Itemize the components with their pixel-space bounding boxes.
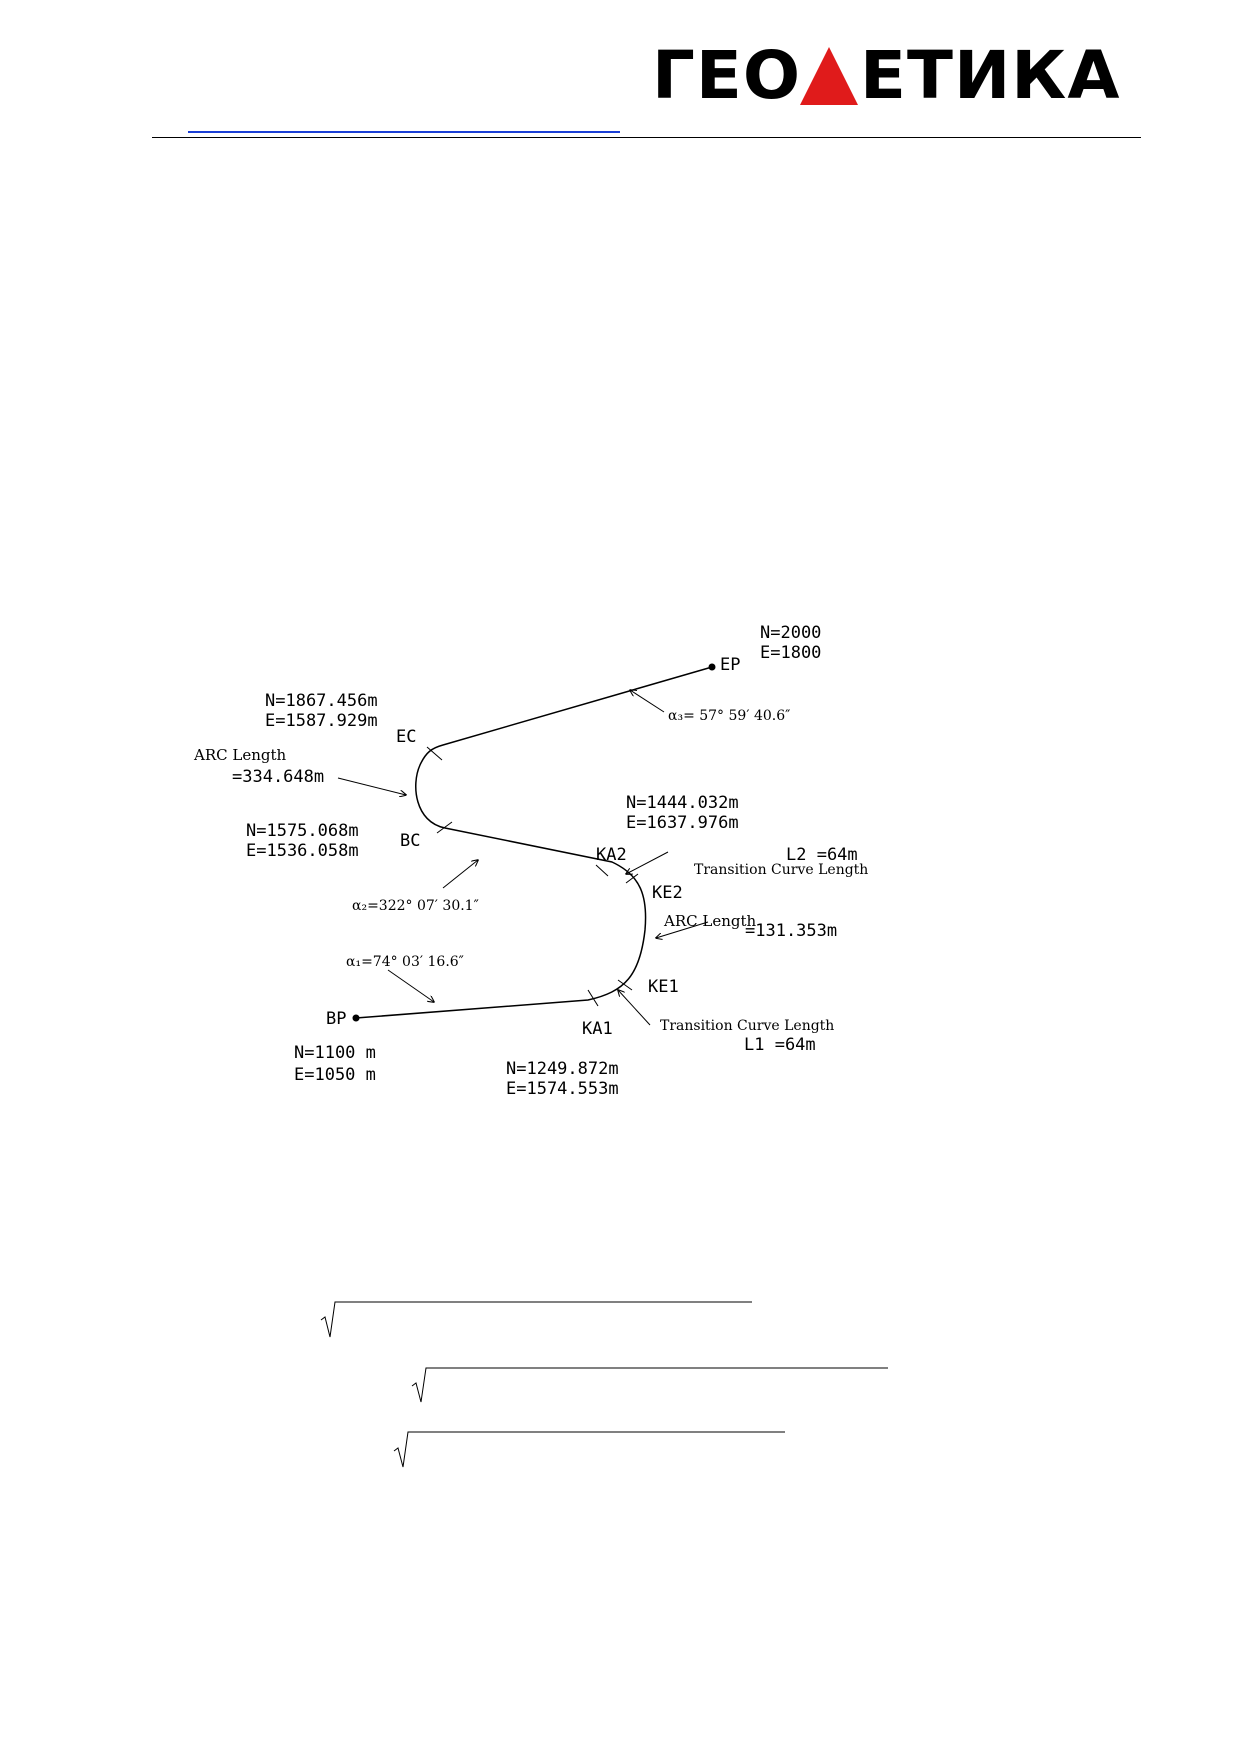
ka1-tick xyxy=(587,989,599,1007)
sqrt-formula-1 xyxy=(320,1301,752,1338)
alignment-line xyxy=(355,666,713,1019)
alpha1-label: α₁=74° 03′ 16.6″ xyxy=(346,954,464,970)
sqrt-formula-3 xyxy=(393,1431,785,1468)
ke2-tick xyxy=(625,873,639,884)
bp-label: BP xyxy=(326,1009,346,1029)
arc2-value: =131.353m xyxy=(745,921,837,941)
ka2-northing: N=1444.032m xyxy=(626,793,739,813)
logo-triangle-icon xyxy=(800,47,859,105)
ke1-label: KE1 xyxy=(648,977,679,997)
alpha1-arrow xyxy=(387,969,434,1002)
ep-northing: N=2000 xyxy=(760,623,821,643)
ka1-northing: N=1249.872m xyxy=(506,1059,619,1079)
bc-northing: N=1575.068m xyxy=(246,821,359,841)
ec-tick xyxy=(426,746,443,761)
ec-easting: E=1587.929m xyxy=(265,711,378,731)
logo-text-left: ГЕО xyxy=(652,37,802,114)
header-link-underline[interactable] xyxy=(188,131,620,133)
header-divider xyxy=(152,137,1141,138)
l2-description: Transition Curve Length xyxy=(694,862,868,878)
arc2-arrow xyxy=(656,921,709,938)
logo-text-right: ЕТИКА xyxy=(860,37,1121,114)
sqrt-formula-2 xyxy=(411,1367,888,1403)
ka1-label: KA1 xyxy=(582,1019,613,1039)
ke2-label: KE2 xyxy=(652,883,683,903)
l1-description: Transition Curve Length xyxy=(660,1018,834,1034)
l2-value: L2 =64m xyxy=(786,845,858,865)
ec-label: EC xyxy=(396,727,416,747)
alpha3-label: α₃= 57° 59′ 40.6″ xyxy=(668,708,790,724)
ka2-label: KA2 xyxy=(596,845,627,865)
ec-northing: N=1867.456m xyxy=(265,691,378,711)
bp-point xyxy=(352,1014,360,1022)
ep-easting: E=1800 xyxy=(760,643,821,663)
arc1-label: ARC Length xyxy=(193,746,287,764)
bc-label: BC xyxy=(400,831,420,851)
ka2-tick xyxy=(595,864,609,877)
l1-value: L1 =64m xyxy=(744,1035,816,1055)
bp-northing: N=1100 m xyxy=(294,1043,376,1063)
alpha2-label: α₂=322° 07′ 30.1″ xyxy=(352,898,479,914)
ka1-easting: E=1574.553m xyxy=(506,1079,619,1099)
ep-label: EP xyxy=(720,655,740,675)
arc1-value: =334.648m xyxy=(232,767,324,787)
ke1-tick xyxy=(617,979,633,991)
arc2-label: ARC Length xyxy=(663,912,757,930)
bp-easting: E=1050 m xyxy=(294,1065,376,1085)
alpha3-arrow xyxy=(630,690,665,713)
ka2-easting: E=1637.976m xyxy=(626,813,739,833)
ep-point xyxy=(708,663,716,671)
arc1-arrow xyxy=(337,777,406,795)
l2-arrow xyxy=(626,851,669,874)
bc-tick xyxy=(436,821,453,834)
l1-arrow xyxy=(618,990,651,1026)
bc-easting: E=1536.058m xyxy=(246,841,359,861)
alpha2-arrow xyxy=(442,860,478,889)
company-logo: ГЕО ЕТИКА xyxy=(652,37,1120,114)
